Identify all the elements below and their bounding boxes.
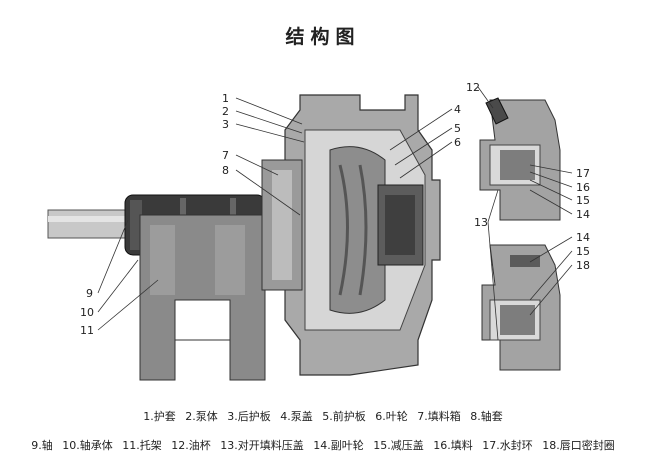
legend-item: 12.油杯 [171, 439, 211, 452]
callout-8: 8 [222, 164, 229, 177]
callout-9: 9 [86, 287, 93, 300]
oil-cup [485, 97, 509, 125]
callout-5: 5 [454, 122, 461, 135]
seal-detail-lower [481, 244, 561, 371]
legend-row-2: 9.轴 10.轴承体 11.托架 12.油杯 13.对开填料压盖 14.副叶轮 … [0, 437, 646, 453]
callout-16: 16 [576, 181, 590, 194]
legend-item: 2.泵体 [185, 410, 218, 423]
legend-item: 7.填料箱 [417, 410, 461, 423]
callout-6: 6 [454, 136, 461, 149]
legend-item: 4.泵盖 [280, 410, 313, 423]
legend-item: 10.轴承体 [62, 439, 113, 452]
legend-item: 17.水封环 [482, 439, 533, 452]
callout-12: 12 [466, 81, 480, 94]
diagram-title: 结构图 [285, 26, 361, 48]
callout-18: 18 [576, 259, 590, 272]
callout-14a: 14 [576, 208, 590, 221]
callout-4: 4 [454, 103, 461, 116]
seal-detail-upper [479, 97, 561, 221]
legend-item: 9.轴 [31, 439, 53, 452]
callout-13: 13 [474, 216, 488, 229]
legend-item: 14.副叶轮 [313, 439, 364, 452]
callout-15b: 15 [576, 245, 590, 258]
legend-item: 18.唇口密封圈 [542, 439, 615, 452]
callout-14b: 14 [576, 231, 590, 244]
impeller [329, 146, 386, 314]
legend-item: 8.轴套 [470, 410, 503, 423]
legend-item: 1.护套 [143, 410, 176, 423]
callout-10: 10 [80, 306, 94, 319]
callout-11: 11 [80, 324, 94, 337]
legend-item: 11.托架 [122, 439, 162, 452]
legend-item: 16.填料 [433, 439, 473, 452]
callout-2: 2 [222, 105, 229, 118]
legend-item: 15.减压盖 [373, 439, 424, 452]
leader-lines [97, 86, 573, 341]
callout-1: 1 [222, 92, 229, 105]
legend-item: 5.前护板 [322, 410, 366, 423]
callout-3: 3 [222, 118, 229, 131]
main-pump-drawing [47, 94, 441, 381]
callout-7: 7 [222, 149, 229, 162]
legend-row-1: 1.护套 2.泵体 3.后护板 4.泵盖 5.前护板 6.叶轮 7.填料箱 8.… [0, 408, 646, 424]
legend-item: 6.叶轮 [375, 410, 408, 423]
callout-labels: 1 2 3 4 5 6 7 8 9 10 11 12 13 14 14 15 1… [80, 81, 590, 337]
callout-17: 17 [576, 167, 590, 180]
callout-15a: 15 [576, 194, 590, 207]
legend-item: 13.对开填料压盖 [220, 439, 304, 452]
legend-item: 3.后护板 [227, 410, 271, 423]
